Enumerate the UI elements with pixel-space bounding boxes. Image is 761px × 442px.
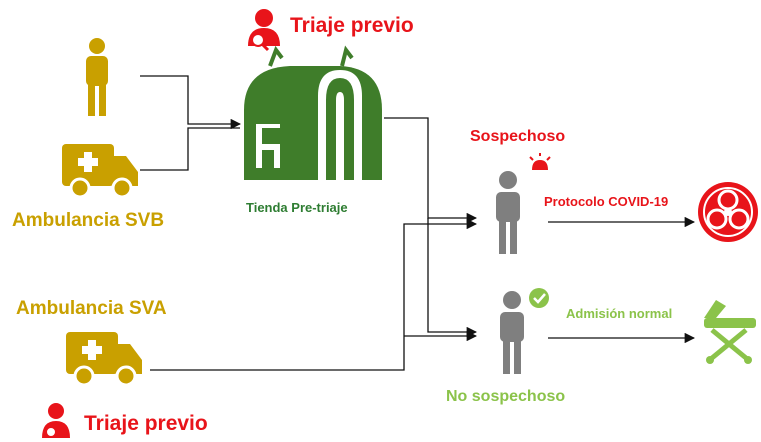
alarm-icon (529, 153, 551, 170)
biohazard-icon (698, 182, 758, 242)
ambulance-sva-label: Ambulancia SVA (16, 298, 167, 319)
ambulance-svb-label: Ambulancia SVB (12, 210, 165, 231)
stretcher-icon (704, 300, 756, 364)
doctor-icon (248, 9, 280, 52)
protocol-label: Protocolo COVID-19 (544, 194, 669, 209)
ambulance-svb-icon (62, 144, 138, 199)
ambulance-sva-icon (66, 332, 142, 387)
triage-label-top: Triaje previo (290, 14, 414, 37)
non-suspect-patient-icon (500, 291, 524, 374)
suspect-patient-icon (496, 171, 520, 254)
admission-label: Admisión normal (566, 306, 673, 321)
tent-icon (244, 45, 382, 180)
tent-label: Tienda Pre-triaje (246, 200, 348, 215)
doctor-icon (42, 403, 70, 438)
check-icon (529, 288, 549, 308)
triage-label-bottom: Triaje previo (84, 412, 208, 435)
walk-in-patient-icon (86, 38, 108, 116)
non-suspect-label: No sospechoso (446, 388, 566, 405)
flow-connectors (140, 75, 696, 371)
suspect-label: Sospechoso (470, 128, 566, 145)
